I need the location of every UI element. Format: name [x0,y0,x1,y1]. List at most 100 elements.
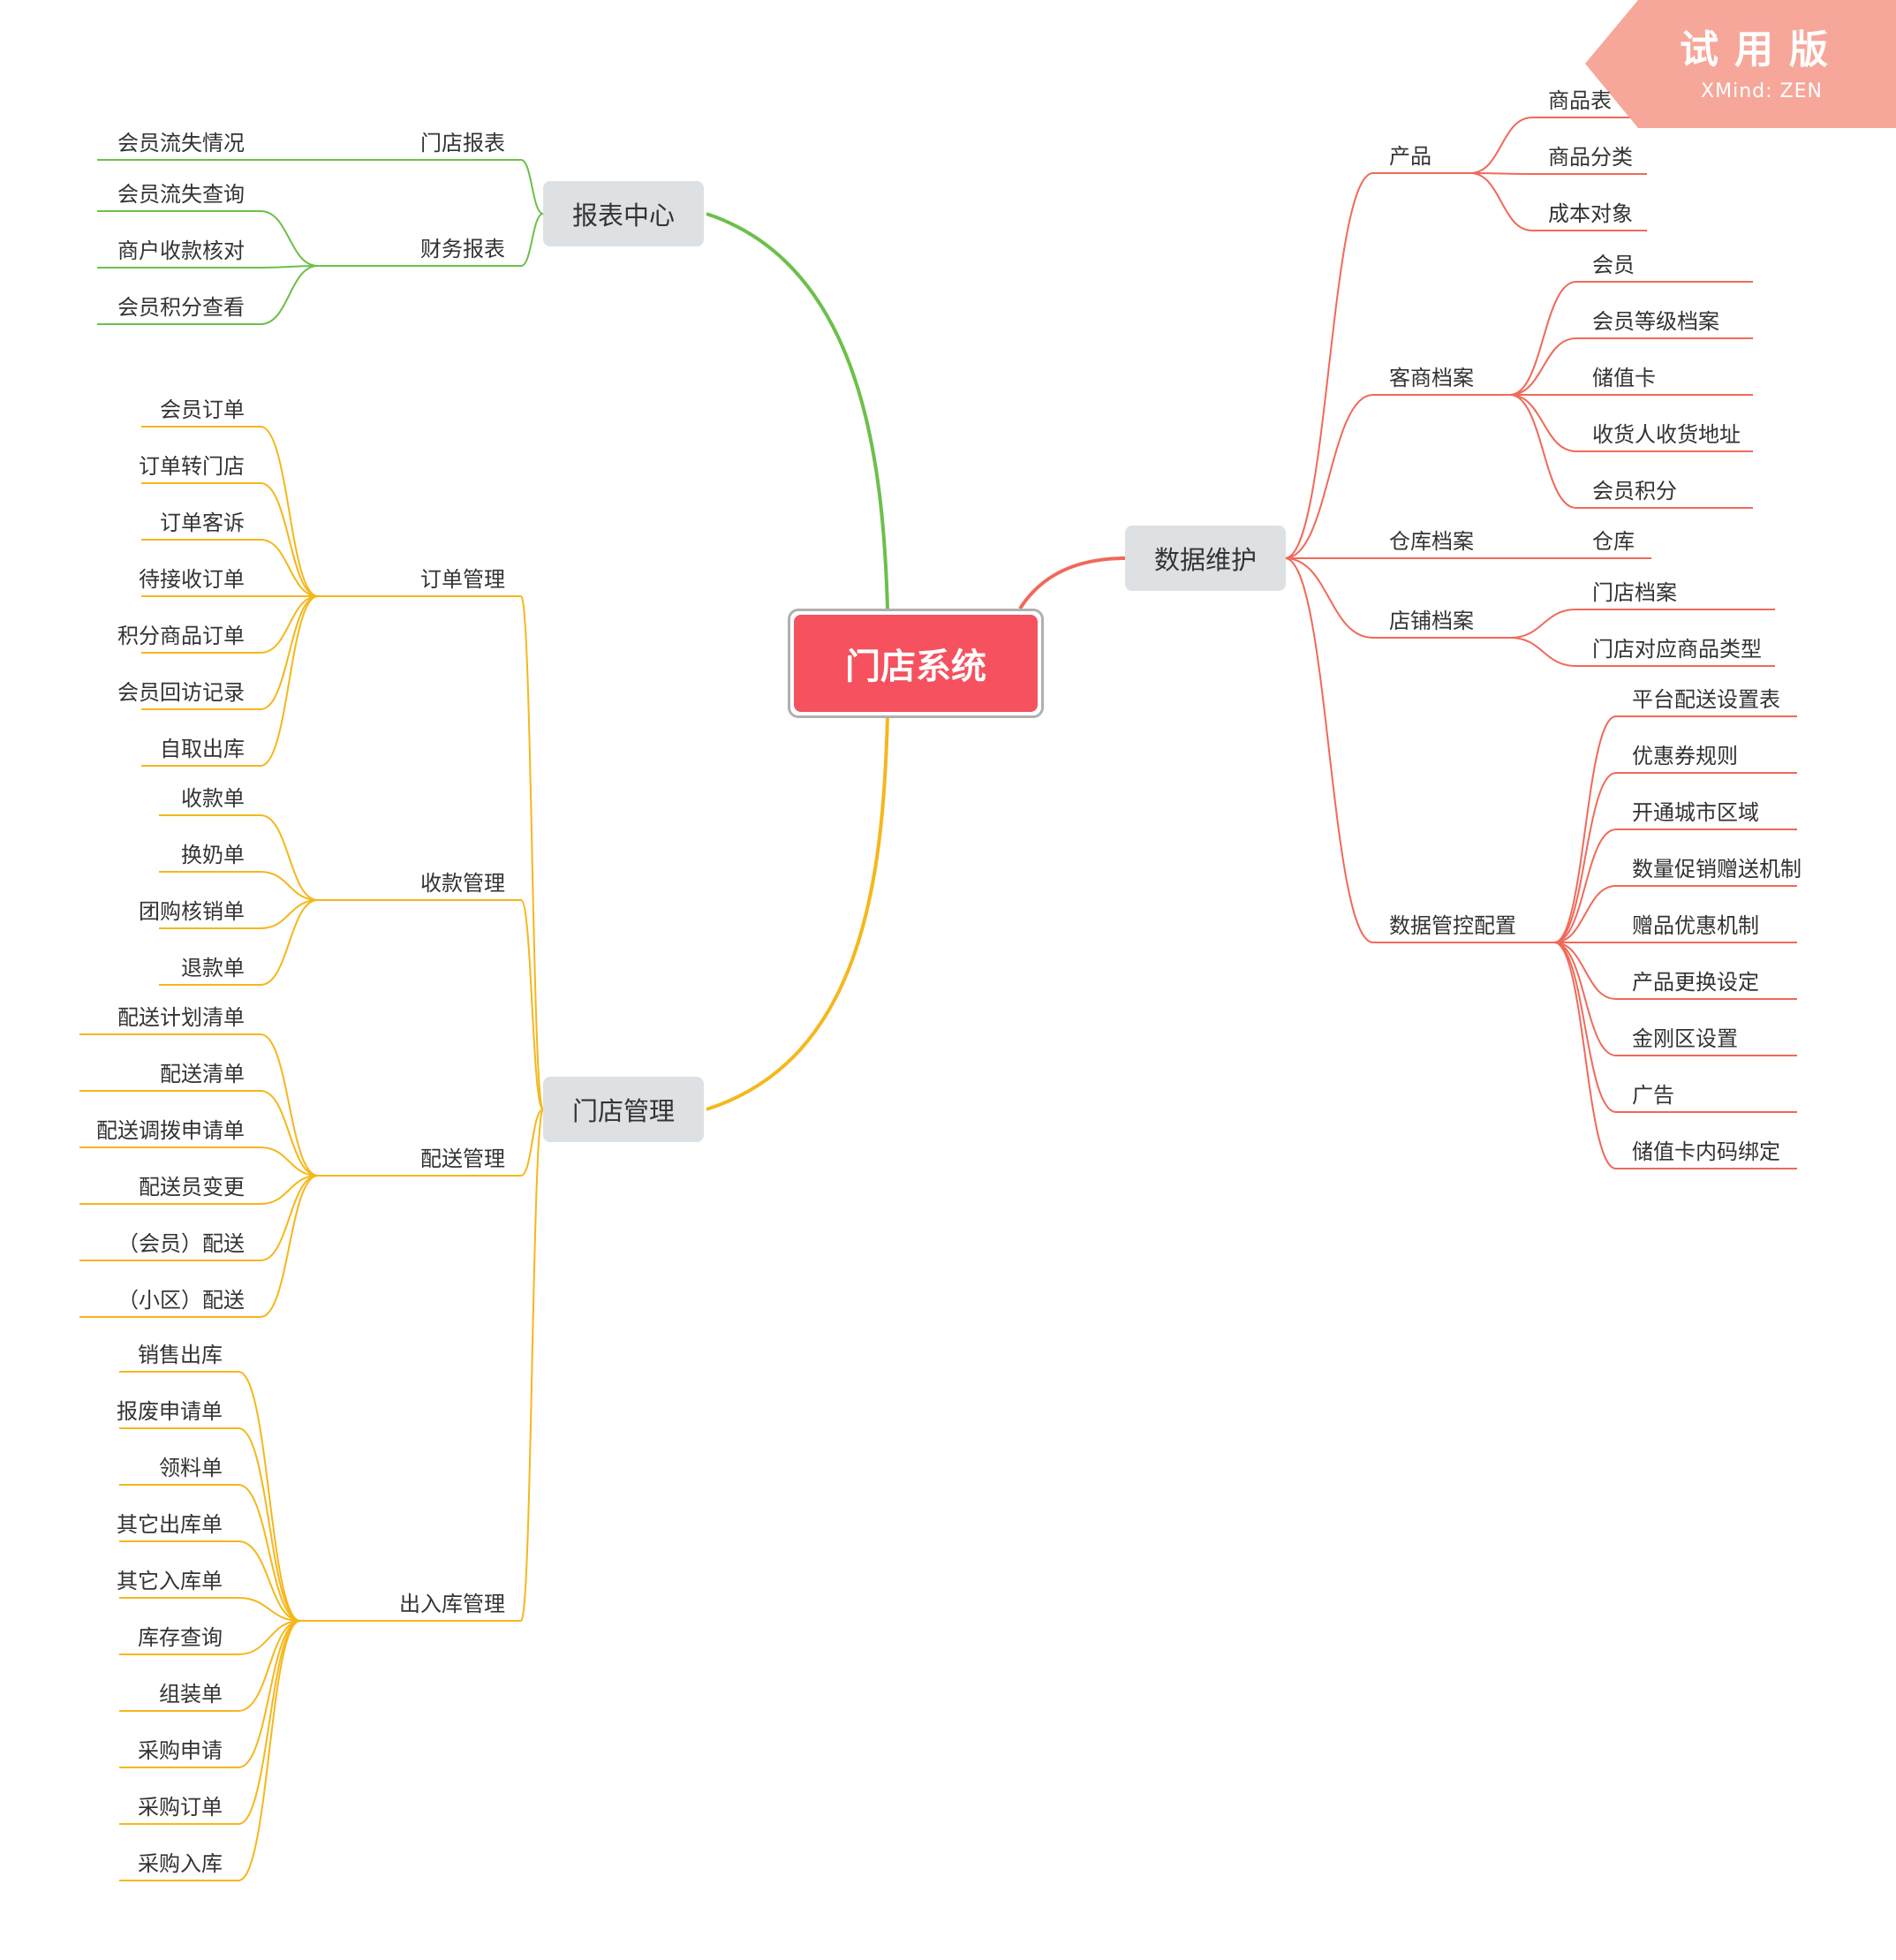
link-store_management-2-0 [260,1033,319,1177]
child-label-data_maintenance-4-2[interactable]: 开通城市区域 [1632,800,1759,825]
main-node-report-center[interactable]: 报表中心 [543,181,704,246]
link-store_management-3-8 [238,1620,301,1825]
child-label-store_management-0-1[interactable]: 订单转门店 [139,454,245,479]
link-data_maintenance-4-6 [1553,942,1617,1056]
child-label-store_management-1-2[interactable]: 团购核销单 [139,899,245,924]
group-label-data_maintenance-1[interactable]: 客商档案 [1389,366,1474,390]
child-label-data_maintenance-4-0[interactable]: 平台配送设置表 [1632,687,1780,712]
child-label-store_management-3-4[interactable]: 其它入库单 [117,1569,223,1593]
link-store_management-3-6 [238,1620,301,1712]
link-store_management-group-2 [520,1109,544,1177]
group-label-store_management-1[interactable]: 收款管理 [420,871,505,896]
child-label-store_management-0-5[interactable]: 会员回访记录 [117,680,245,705]
child-label-data_maintenance-1-2[interactable]: 储值卡 [1592,366,1656,390]
child-label-store_management-2-5[interactable]: （小区）配送 [117,1288,245,1313]
child-label-store_management-0-2[interactable]: 订单客诉 [160,511,245,535]
link-data_maintenance-1-1 [1509,337,1577,396]
child-label-data_maintenance-4-5[interactable]: 产品更换设定 [1632,970,1759,995]
child-label-data_maintenance-1-4[interactable]: 会员积分 [1592,479,1677,503]
child-label-store_management-0-0[interactable]: 会员订单 [160,397,245,422]
link-data_maintenance-1-4 [1509,394,1577,509]
link-store_management-1-3 [260,899,319,986]
branch-store-management [706,715,889,1111]
group-label-store_management-2[interactable]: 配送管理 [420,1146,505,1171]
child-label-store_management-0-4[interactable]: 积分商品订单 [117,624,245,648]
child-label-store_management-2-3[interactable]: 配送员变更 [139,1175,245,1199]
child-label-store_management-0-6[interactable]: 自取出库 [160,737,245,761]
root-node-frame[interactable]: 门店系统 [788,609,1044,718]
group-label-data_maintenance-0[interactable]: 产品 [1389,144,1431,169]
child-label-store_management-3-3[interactable]: 其它出库单 [117,1512,223,1537]
child-label-data_maintenance-1-1[interactable]: 会员等级档案 [1592,309,1719,334]
link-store_management-0-1 [260,482,319,597]
link-data_maintenance-0-2 [1469,172,1533,231]
child-label-data_maintenance-0-0[interactable]: 商品表 [1548,88,1612,113]
link-store_management-3-0 [238,1371,301,1622]
main-node-store-management[interactable]: 门店管理 [543,1077,704,1142]
child-label-data_maintenance-4-3[interactable]: 数量促销赠送机制 [1632,857,1802,882]
child-label-store_management-2-2[interactable]: 配送调拨申请单 [96,1118,245,1143]
child-label-report_center-0-0[interactable]: 会员流失情况 [117,131,245,155]
child-label-store_management-3-8[interactable]: 采购订单 [138,1795,223,1820]
link-data_maintenance-1-3 [1509,394,1577,452]
child-label-data_maintenance-0-1[interactable]: 商品分类 [1548,145,1633,170]
child-label-report_center-1-2[interactable]: 会员积分查看 [117,295,245,320]
link-store_management-2-3 [260,1175,319,1205]
child-label-store_management-3-2[interactable]: 领料单 [159,1456,223,1480]
child-label-data_maintenance-1-3[interactable]: 收货人收货地址 [1592,422,1741,447]
child-label-data_maintenance-4-6[interactable]: 金刚区设置 [1632,1026,1738,1051]
group-label-store_management-0[interactable]: 订单管理 [420,567,505,592]
group-label-data_maintenance-2[interactable]: 仓库档案 [1389,529,1474,554]
child-label-store_management-2-4[interactable]: （会员）配送 [117,1231,245,1256]
child-label-data_maintenance-2-0[interactable]: 仓库 [1592,529,1635,554]
child-label-store_management-3-5[interactable]: 库存查询 [138,1625,223,1650]
child-label-store_management-3-7[interactable]: 采购申请 [138,1738,223,1763]
child-label-data_maintenance-4-8[interactable]: 储值卡内码绑定 [1632,1139,1780,1164]
branch-report-center [706,212,889,609]
child-label-store_management-3-9[interactable]: 采购入库 [138,1851,223,1876]
child-label-data_maintenance-1-0[interactable]: 会员 [1592,253,1635,277]
group-label-store_management-3[interactable]: 出入库管理 [399,1592,505,1616]
link-data_maintenance-4-8 [1553,942,1617,1169]
group-label-data_maintenance-4[interactable]: 数据管控配置 [1389,913,1516,938]
link-store_management-0-4 [260,595,319,654]
link-data_maintenance-3-1 [1509,637,1577,667]
child-label-store_management-2-0[interactable]: 配送计划清单 [117,1005,245,1030]
child-label-data_maintenance-3-0[interactable]: 门店档案 [1592,580,1677,605]
link-store_management-1-0 [260,814,319,901]
child-label-data_maintenance-0-2[interactable]: 成本对象 [1548,201,1633,226]
link-store_management-2-5 [260,1175,319,1318]
child-label-store_management-3-1[interactable]: 报废申请单 [117,1399,223,1424]
child-label-data_maintenance-4-7[interactable]: 广告 [1632,1083,1674,1108]
group-label-report_center-0[interactable]: 门店报表 [420,131,505,155]
child-label-store_management-3-6[interactable]: 组装单 [159,1682,223,1706]
child-label-data_maintenance-3-1[interactable]: 门店对应商品类型 [1592,637,1762,662]
link-store_management-3-7 [238,1620,301,1768]
child-label-store_management-1-0[interactable]: 收款单 [181,786,245,811]
group-label-report_center-1[interactable]: 财务报表 [420,237,505,261]
link-store_management-2-4 [260,1175,319,1261]
child-label-report_center-1-1[interactable]: 商户收款核对 [117,238,245,263]
link-store_management-0-0 [260,426,319,597]
child-label-store_management-2-1[interactable]: 配送清单 [160,1062,245,1086]
link-store_management-group-0 [520,595,544,1110]
link-data_maintenance-1-0 [1509,281,1577,396]
link-store_management-1-2 [260,899,319,929]
child-label-data_maintenance-4-4[interactable]: 赠品优惠机制 [1632,913,1759,938]
branch-data-maintenance [1018,556,1127,610]
root-node[interactable]: 门店系统 [794,615,1038,712]
child-label-store_management-3-0[interactable]: 销售出库 [138,1343,223,1367]
main-node-data-maintenance[interactable]: 数据维护 [1125,526,1286,591]
link-data_maintenance-group-1 [1284,394,1374,559]
link-data_maintenance-4-3 [1553,885,1617,943]
trial-badge [1585,0,1896,128]
child-label-data_maintenance-4-1[interactable]: 优惠券规则 [1632,744,1738,768]
child-label-report_center-1-0[interactable]: 会员流失查询 [117,182,245,207]
group-label-data_maintenance-3[interactable]: 店铺档案 [1389,609,1474,633]
child-label-store_management-0-3[interactable]: 待接收订单 [139,567,245,592]
link-data_maintenance-4-5 [1553,942,1617,1000]
child-label-store_management-1-1[interactable]: 换奶单 [181,843,245,867]
child-label-store_management-1-3[interactable]: 退款单 [181,956,245,980]
